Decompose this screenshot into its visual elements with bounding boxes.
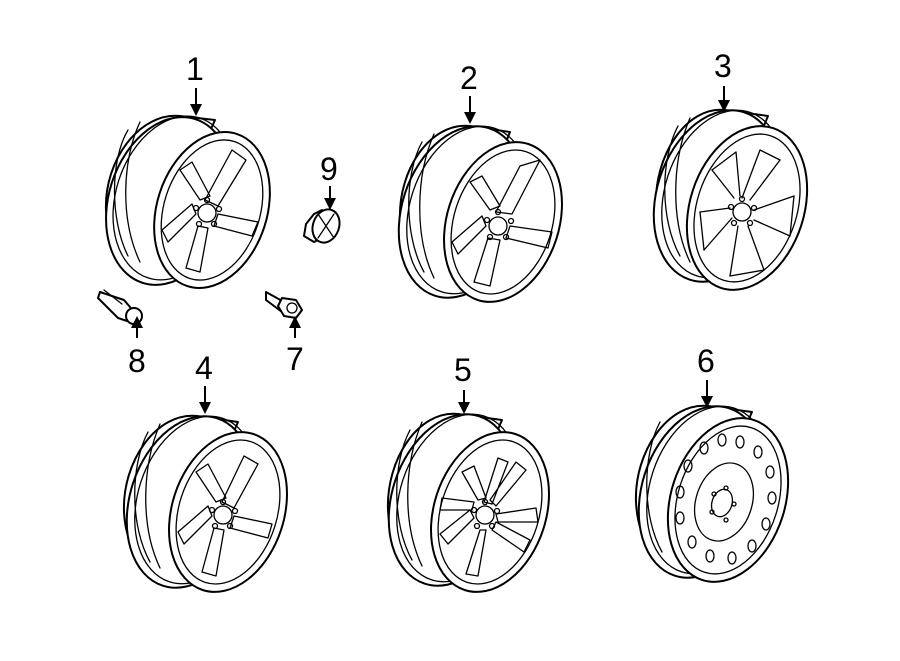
callout-1: 1 — [186, 51, 204, 87]
callout-5: 5 — [454, 352, 472, 388]
callout-6: 6 — [697, 343, 715, 379]
leader-arrows — [131, 86, 730, 414]
center-cap[interactable] — [303, 206, 344, 247]
callout-9: 9 — [320, 151, 338, 187]
wheel-5[interactable] — [368, 398, 569, 608]
callout-8: 8 — [128, 343, 146, 379]
wheel-2[interactable] — [378, 110, 582, 318]
lug-nut[interactable] — [97, 289, 143, 325]
wheel-1[interactable] — [85, 100, 289, 303]
wheel-6[interactable] — [618, 390, 808, 598]
wheel-4[interactable] — [106, 400, 307, 608]
callout-2: 2 — [460, 60, 478, 96]
callout-3: 3 — [714, 48, 732, 84]
callout-4: 4 — [195, 350, 213, 386]
callout-7: 7 — [286, 341, 304, 377]
wheel-3[interactable] — [633, 94, 827, 306]
lug-bolt[interactable] — [265, 291, 303, 319]
